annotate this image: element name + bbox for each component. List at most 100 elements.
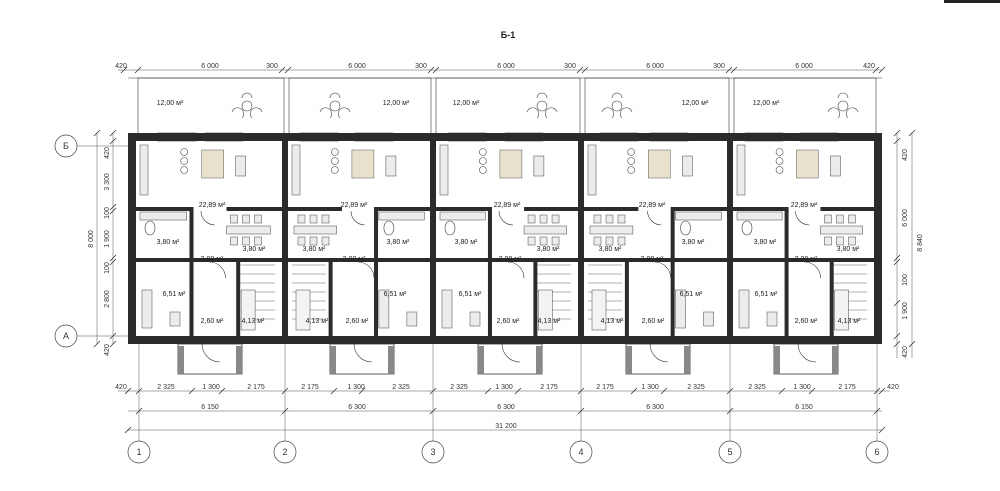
nightstand [766, 311, 778, 327]
nightstand [703, 311, 714, 327]
terrace-chair [837, 92, 849, 99]
bottom-row1-labels: 420 2 325 1 300 2 175 2 175 1 300 2 325 … [115, 384, 899, 391]
bottom-dim: 1 300 [495, 384, 513, 391]
dim-tick [908, 340, 916, 348]
left-total: 8 000 [88, 230, 95, 248]
dim-tick [330, 387, 338, 395]
chair [775, 148, 784, 156]
partition [524, 207, 578, 211]
dim-tick [427, 66, 435, 74]
entry-area: 2,60 м² [642, 318, 665, 325]
terrace-chair [231, 107, 244, 119]
terrace-chair [827, 107, 840, 119]
sofa [351, 149, 375, 179]
chair [180, 166, 188, 174]
dining-chair [605, 236, 614, 246]
row-axis-markers: Б А [54, 134, 128, 348]
bottom-dim2: 6 300 [646, 404, 664, 411]
wardrobe [378, 289, 390, 329]
dim-tick [725, 66, 733, 74]
chair [331, 166, 339, 174]
axis-col-4: 4 [578, 447, 583, 457]
terrace-chair [250, 107, 263, 119]
bottom-dim: 2 175 [596, 384, 614, 391]
dining-chair [254, 236, 262, 246]
top-dim: 300 [266, 63, 278, 70]
storage-area: 4,13 м² [538, 318, 561, 325]
closet [591, 289, 607, 331]
bottom-dim: 1 300 [793, 384, 811, 391]
bottom-dim2: 6 300 [497, 404, 515, 411]
partition [584, 258, 727, 262]
door-swing [649, 343, 669, 363]
door-swing [353, 343, 373, 363]
door-swing [654, 261, 671, 279]
porch-wall [626, 346, 632, 374]
dining-chair [242, 236, 250, 246]
terrace-table [611, 100, 623, 112]
top-dim: 300 [713, 63, 725, 70]
entry-area: 2,60 м² [346, 318, 369, 325]
bottom-dim: 1 300 [347, 384, 365, 391]
dim-tick [660, 387, 668, 395]
hall-area: 2,88 м² [641, 256, 664, 263]
dim-tick [808, 387, 816, 395]
bedroom-area: 6,51 м² [459, 291, 482, 298]
door-swing [209, 261, 226, 279]
right-total: 8 840 [917, 234, 924, 252]
nightstand [169, 311, 181, 327]
top-dim: 6 000 [646, 63, 664, 70]
terrace-chair [545, 107, 558, 119]
dim-tick [893, 299, 901, 307]
dim-tick [93, 340, 101, 348]
hall-area: 2,88 м² [201, 256, 224, 263]
porch-wall [684, 346, 690, 374]
partition [288, 207, 342, 211]
partition [829, 262, 834, 336]
bottom-dim: 2 325 [392, 384, 410, 391]
porch-wall [536, 346, 542, 374]
bottom-dim: 2 175 [301, 384, 319, 391]
bedroom-area: 6,51 м² [755, 291, 778, 298]
chair [775, 157, 784, 165]
terrace-area: 12,00 м² [383, 100, 410, 107]
wardrobe [738, 289, 750, 329]
door-swing [647, 210, 662, 226]
right-dim: 420 [902, 149, 909, 161]
dim-tick [124, 387, 132, 395]
dining-table [589, 225, 634, 235]
bottom-dim2: 6 150 [201, 404, 219, 411]
terrace-chair [611, 92, 623, 99]
bath-area: 3,80 м² [455, 239, 478, 246]
hall-area: 2,88 м² [499, 256, 522, 263]
stair-area: 3,80 м² [599, 246, 622, 253]
chair [479, 157, 487, 165]
right-dim: 420 [902, 346, 909, 358]
hall-area: 2,88 м² [343, 256, 366, 263]
wardrobe [441, 289, 453, 329]
bottom-dim: 2 175 [540, 384, 558, 391]
partition [376, 207, 430, 211]
partition [533, 262, 538, 336]
top-dim: 6 000 [795, 63, 813, 70]
partition [672, 207, 727, 211]
dim-tick [778, 387, 786, 395]
column-axis-markers: 1 2 3 4 5 6 [127, 344, 889, 464]
partition [784, 207, 789, 336]
partition [733, 207, 787, 211]
dining-chair [527, 236, 536, 246]
bedroom-area: 6,51 м² [163, 291, 186, 298]
kitchen-counter [291, 144, 301, 196]
entry-area: 2,60 м² [795, 318, 818, 325]
door-swing [358, 261, 375, 279]
terrace-chair [338, 107, 351, 119]
dim-tick [878, 387, 886, 395]
terrace-table [329, 100, 341, 112]
axis-col-6: 6 [874, 447, 879, 457]
wardrobe [141, 289, 153, 329]
chair [331, 157, 339, 165]
left-dim: 3 300 [104, 173, 111, 191]
dim-tick [514, 387, 522, 395]
dim-tick [630, 387, 638, 395]
dim-tick [284, 66, 292, 74]
